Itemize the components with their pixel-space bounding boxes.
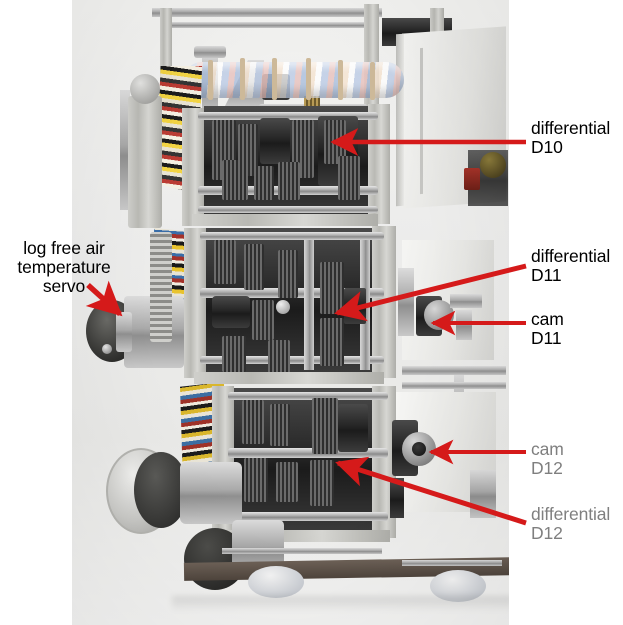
differential-d11-frame — [304, 240, 314, 370]
right-round-part — [480, 152, 506, 178]
shaft-upper-3 — [198, 206, 378, 213]
label-cam-d11: cam D11 — [531, 309, 564, 348]
gear-stack-low-d — [276, 462, 298, 502]
gear-stack-mid-c — [252, 300, 274, 340]
wire-tie — [306, 58, 311, 100]
shaft-low-2 — [228, 448, 388, 458]
shaft-low-3 — [228, 512, 388, 521]
label-differential-d11: differential D11 — [531, 246, 611, 285]
label-differential-d10: differential D10 — [531, 118, 611, 157]
shaft-mid-1 — [200, 232, 384, 240]
module-plate-mid-left — [184, 228, 206, 378]
shaft-mid-3 — [200, 356, 384, 364]
servo-collar — [116, 312, 132, 352]
lower-left-drum — [180, 462, 242, 524]
detail-block-a — [390, 478, 404, 518]
cam-d11-follower — [456, 310, 472, 340]
left-housing — [128, 96, 162, 228]
wire-tie — [370, 62, 375, 100]
differential-d11-hub — [276, 300, 290, 314]
wire-tie — [208, 60, 213, 100]
gear-stack-low-e — [310, 460, 334, 506]
differential-d11-body — [344, 288, 366, 324]
right-rail-2 — [402, 382, 506, 389]
servo-screw — [102, 344, 112, 354]
label-differential-d12: differential D12 — [531, 504, 611, 543]
mechanism-photograph — [72, 0, 509, 625]
top-frame-rail — [152, 8, 382, 17]
wire-tie — [338, 60, 343, 100]
gear-stack-low-a — [242, 400, 264, 444]
top-frame-rail-2 — [167, 22, 372, 28]
drum-upper-a — [260, 118, 290, 164]
gear-stack-mid-d — [278, 250, 298, 298]
wire-tie — [272, 58, 277, 100]
cam-d11-bracket — [398, 268, 414, 336]
gear-stack-upper-f — [278, 162, 300, 200]
gear-stack-upper-e — [254, 166, 274, 200]
label-log-free-air-temperature-servo: log free air temperature servo — [17, 238, 111, 296]
base-shadow — [172, 596, 509, 612]
gear-stack-mid-b — [244, 244, 264, 290]
label-cam-d12: cam D12 — [531, 439, 564, 478]
large-disc-left-dark — [134, 452, 188, 528]
wire-bundle-top — [184, 62, 404, 98]
left-bracket-upper — [120, 90, 130, 210]
foot-left — [248, 566, 304, 598]
right-rail-1 — [402, 366, 506, 375]
module-plate-upper-left — [182, 108, 204, 226]
drum-mid-a — [212, 296, 250, 328]
right-white-panel-edge — [396, 33, 404, 207]
cam-d11-arm — [450, 294, 482, 308]
left-pivot — [130, 74, 160, 104]
gear-stack-mid-e — [222, 336, 246, 372]
gear-stack-upper-d — [222, 160, 248, 200]
right-panel-seam — [420, 47, 423, 195]
differential-d12-body — [338, 404, 368, 452]
gear-stack-upper-g — [338, 156, 360, 200]
module-base-mid — [194, 372, 384, 384]
gear-stack-low-c — [244, 458, 268, 502]
detail-rod-a — [402, 560, 502, 566]
foot-right — [430, 570, 486, 602]
gear-stack-low-b — [270, 404, 290, 446]
detail-block-b — [470, 470, 496, 518]
differential-d11-gear-upper — [320, 262, 344, 314]
shaft-upper-1 — [198, 112, 378, 120]
right-red-part — [464, 168, 480, 190]
module-base-upper — [192, 214, 378, 226]
differential-d12-gear — [312, 398, 338, 454]
shaft-low-1 — [228, 392, 388, 400]
gear-stack-mid-f — [268, 340, 290, 374]
top-left-tower-cap — [194, 46, 226, 58]
cam-d12-disc-inner — [412, 442, 426, 456]
gear-stack-mid-a — [214, 240, 236, 284]
detail-rod-b — [222, 548, 382, 554]
differential-d11-gear-lower — [320, 318, 344, 366]
servo-geared-rim — [150, 232, 172, 342]
wire-tie — [240, 58, 245, 100]
